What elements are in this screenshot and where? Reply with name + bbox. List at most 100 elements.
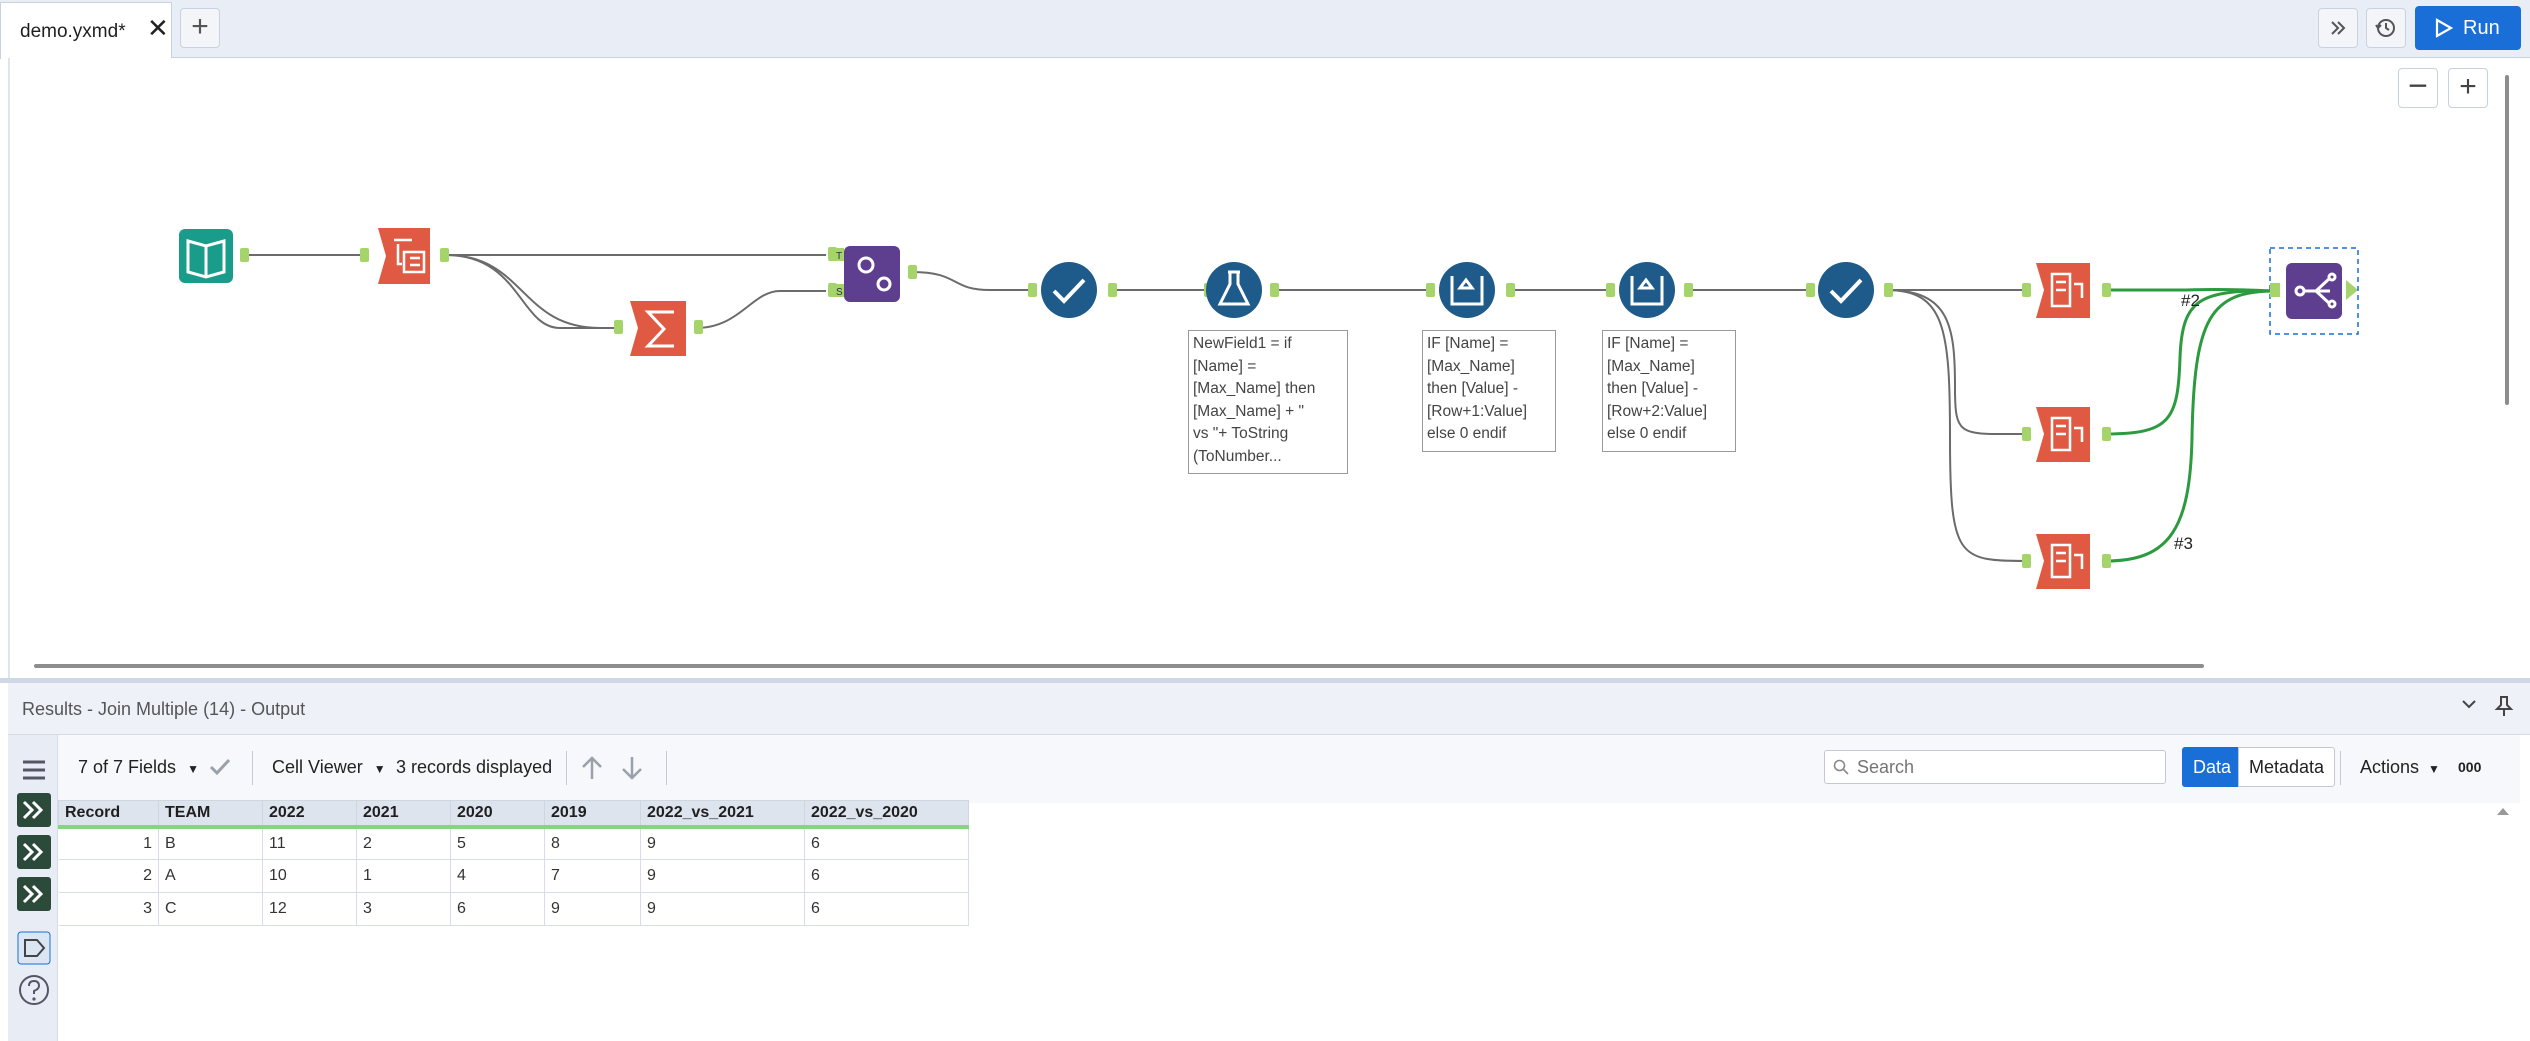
cell-viewer-dropdown[interactable]: Cell Viewer ▼ xyxy=(272,757,386,778)
multi-row-formula-tool-2[interactable] xyxy=(1619,262,1675,318)
select-tool-2[interactable] xyxy=(1818,262,1874,318)
list-icon[interactable] xyxy=(17,753,51,787)
close-icon[interactable]: ✕ xyxy=(147,13,169,43)
multi-row-annotation-2: IF [Name] = [Max_Name] then [Value] - [R… xyxy=(1602,330,1736,452)
metadata-view-button[interactable]: Metadata xyxy=(2238,747,2336,787)
arrow-up-icon[interactable] xyxy=(580,755,604,781)
pane-splitter[interactable] xyxy=(0,678,2530,683)
canvas-vertical-scrollbar[interactable] xyxy=(2505,75,2509,405)
multi-row-formula-tool-1[interactable] xyxy=(1439,262,1495,318)
search-box[interactable] xyxy=(1824,750,2166,784)
summarize-tool[interactable] xyxy=(630,301,686,356)
records-count: 3 records displayed xyxy=(396,757,553,777)
pin-icon[interactable] xyxy=(2494,695,2514,723)
new-tab-button[interactable]: + xyxy=(180,8,220,48)
record-number[interactable]: 1 xyxy=(58,826,159,860)
transpose-tool[interactable] xyxy=(378,228,430,284)
append-fields-tool[interactable]: T S xyxy=(834,246,900,302)
sigma-icon xyxy=(644,310,674,348)
table-cell[interactable]: 3 xyxy=(356,892,451,926)
workflow-diagram: T S xyxy=(179,228,2359,589)
tab-title: demo.yxmd* xyxy=(20,21,126,42)
svg-text:S: S xyxy=(836,287,843,298)
help-icon[interactable] xyxy=(17,973,51,1007)
canvas-horizontal-scrollbar[interactable] xyxy=(34,664,2204,668)
zoom-in-button[interactable]: + xyxy=(2448,68,2488,108)
column-header[interactable]: 2021 xyxy=(356,800,451,829)
table-cell[interactable]: 6 xyxy=(804,892,969,926)
table-cell[interactable]: 6 xyxy=(804,859,969,893)
join-label-top: #2 xyxy=(2181,291,2200,310)
chevron-down-icon[interactable] xyxy=(2460,695,2478,719)
table-cell[interactable]: 9 xyxy=(640,859,805,893)
table-cell[interactable]: C xyxy=(158,892,263,926)
table-cell[interactable]: 6 xyxy=(804,826,969,860)
column-header[interactable]: 2022_vs_2021 xyxy=(640,800,805,829)
fields-dropdown[interactable]: 7 of 7 Fields ▼ xyxy=(78,757,199,778)
tab-demo-workflow[interactable]: demo.yxmd* ✕ xyxy=(0,2,172,59)
actions-dropdown[interactable]: Actions ▼ xyxy=(2360,757,2440,778)
double-chevron-right-icon xyxy=(2331,21,2346,35)
tool-anchor-icon-2[interactable] xyxy=(17,835,51,869)
table-cell[interactable]: 7 xyxy=(544,859,641,893)
column-header[interactable]: 2022_vs_2020 xyxy=(804,800,969,829)
arrow-down-icon[interactable] xyxy=(620,755,644,781)
table-cell[interactable]: 9 xyxy=(544,892,641,926)
tool-anchor-icon-3[interactable] xyxy=(17,877,51,911)
history-icon xyxy=(2375,19,2395,37)
join-label-bottom: #3 xyxy=(2174,534,2193,553)
table-cell[interactable]: 9 xyxy=(640,892,805,926)
table-cell[interactable]: 10 xyxy=(262,859,357,893)
decimal-format-button[interactable]: 000 xyxy=(2458,759,2482,775)
tool-anchor-icon-1[interactable] xyxy=(17,793,51,827)
table-cell[interactable]: 6 xyxy=(450,892,545,926)
table-cell[interactable]: 1 xyxy=(356,859,451,893)
results-header: Results - Join Multiple (14) - Output xyxy=(8,683,2530,735)
table-cell[interactable]: 11 xyxy=(262,826,357,860)
column-header[interactable]: 2019 xyxy=(544,800,641,829)
tag-icon[interactable] xyxy=(17,931,51,965)
check-icon xyxy=(1829,278,1863,304)
table-cell[interactable]: A xyxy=(158,859,263,893)
expand-button[interactable] xyxy=(2318,8,2358,48)
crosstab-icon xyxy=(2050,416,2084,452)
run-button[interactable]: Run xyxy=(2415,6,2521,50)
search-input[interactable] xyxy=(1857,755,2157,779)
table-cell[interactable]: 8 xyxy=(544,826,641,860)
table-cell[interactable]: B xyxy=(158,826,263,860)
record-number[interactable]: 2 xyxy=(58,859,159,893)
column-header[interactable]: 2020 xyxy=(450,800,545,829)
column-header[interactable]: 2022 xyxy=(262,800,357,829)
column-header[interactable]: TEAM xyxy=(158,800,263,829)
formula-tool[interactable] xyxy=(1206,262,1262,318)
crosstab-tool-3[interactable] xyxy=(2036,534,2090,589)
table-cell[interactable]: 4 xyxy=(450,859,545,893)
history-button[interactable] xyxy=(2366,8,2406,48)
crosstab-tool-2[interactable] xyxy=(2036,407,2090,462)
multi-row-icon xyxy=(1450,276,1484,306)
column-header[interactable]: Record xyxy=(58,800,159,829)
join-multiple-tool[interactable] xyxy=(2269,247,2359,335)
crosstab-tool-1[interactable] xyxy=(2036,263,2090,318)
select-tool-1[interactable] xyxy=(1041,262,1097,318)
table-cell[interactable]: 9 xyxy=(640,826,805,860)
toolbar-divider xyxy=(2340,751,2341,785)
scroll-up-icon[interactable] xyxy=(2496,806,2510,816)
table-cell[interactable]: 5 xyxy=(450,826,545,860)
table-cell[interactable]: 2 xyxy=(356,826,451,860)
input-data-tool[interactable] xyxy=(179,229,233,283)
run-label: Run xyxy=(2463,17,2500,39)
join-multiple-icon xyxy=(2294,272,2337,309)
table-cell[interactable]: 12 xyxy=(262,892,357,926)
results-side-toolbar xyxy=(8,735,58,1041)
zoom-out-button[interactable]: − xyxy=(2398,68,2438,108)
record-number[interactable]: 3 xyxy=(58,892,159,926)
check-icon[interactable] xyxy=(208,757,232,777)
cell-viewer-label: Cell Viewer xyxy=(272,757,363,777)
data-view-button[interactable]: Data xyxy=(2182,747,2243,787)
caret-down-icon: ▼ xyxy=(373,762,386,776)
